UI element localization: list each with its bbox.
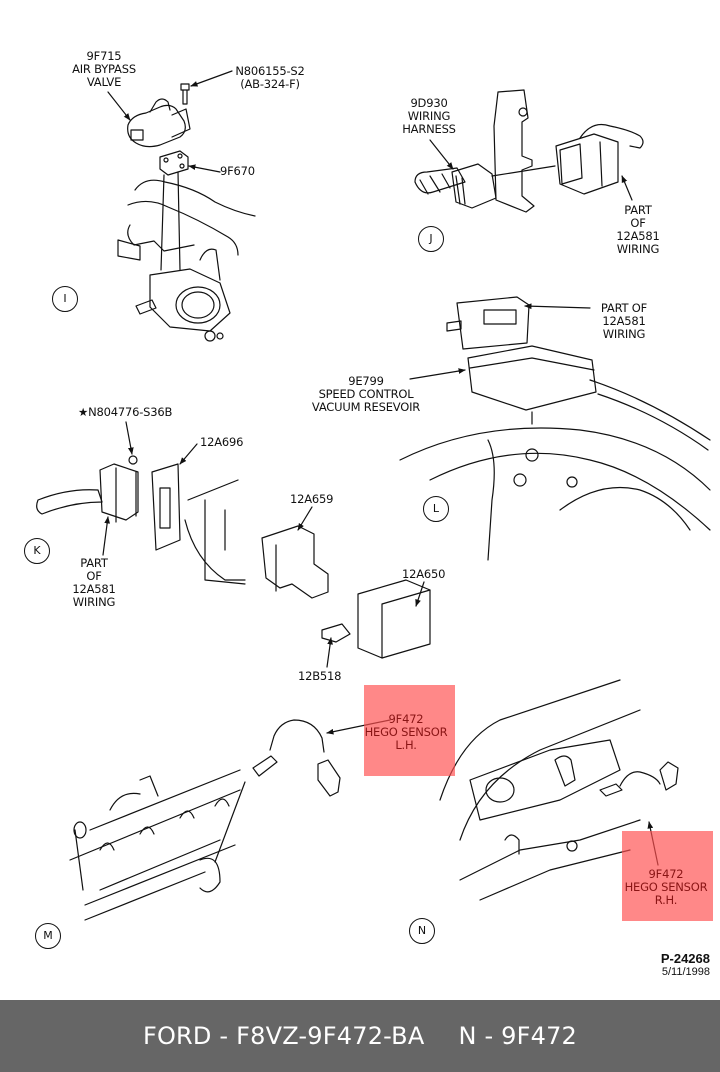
label-gasket-9f670: 9F670 [220, 164, 255, 178]
label-nut-n804776: ★N804776-S36B [78, 405, 173, 419]
label-air-bypass-valve: 9F715 AIR BYPASS VALVE [72, 49, 136, 89]
figure-date: 5/11/1998 [661, 966, 710, 978]
exploded-view-illustration [36, 70, 711, 921]
label-12a650: 12A650 [402, 567, 446, 581]
label-part-of-12a581-wiring-k: PART OF 12A581 WIRING [72, 556, 116, 609]
label-vacuum-reservoir-9e799: 9E799 SPEED CONTROL VACUUM RESEVOIR [311, 374, 421, 414]
highlight-hego-sensor-rh [622, 831, 713, 921]
label-12b518: 12B518 [298, 669, 342, 683]
callout-k: K [24, 538, 50, 564]
callout-m: M [35, 923, 61, 949]
highlight-hego-sensor-lh [364, 685, 455, 776]
part-number: FORD - F8VZ-9F472-BA [142, 1022, 425, 1050]
figure-reference: P-24268 [660, 951, 710, 966]
callout-i: I [52, 286, 78, 312]
panel-i-drawing [117, 83, 256, 342]
panel-l-drawing [399, 296, 711, 561]
callout-n: N [409, 918, 435, 944]
panel-m-drawing [69, 719, 341, 921]
label-bolt-n806155: N806155-S2 (AB-324-F) [235, 64, 305, 91]
part-number-footer: FORD - F8VZ-9F472-BA N - 9F472 [0, 1000, 720, 1072]
callout-j: J [418, 226, 444, 252]
diagram-reference: N - 9F472 [458, 1022, 578, 1050]
panel-k-drawing [36, 455, 431, 659]
label-part-of-12a581-wiring-l: PART OF 12A581 WIRING [600, 301, 648, 341]
label-part-of-12a581-wiring-j: PART OF 12A581 WIRING [616, 203, 660, 256]
label-hego-sensor-rh: 9F472 HEGO SENSOR R.H. [624, 867, 708, 907]
label-12a696: 12A696 [200, 435, 244, 449]
panel-n-drawing [439, 679, 679, 901]
label-12a659: 12A659 [290, 492, 334, 506]
panel-j-drawing [414, 89, 644, 213]
callout-l: L [423, 496, 449, 522]
label-wiring-harness-9d930: 9D930 WIRING HARNESS [402, 96, 456, 136]
label-hego-sensor-lh: 9F472 HEGO SENSOR L.H. [364, 712, 448, 752]
